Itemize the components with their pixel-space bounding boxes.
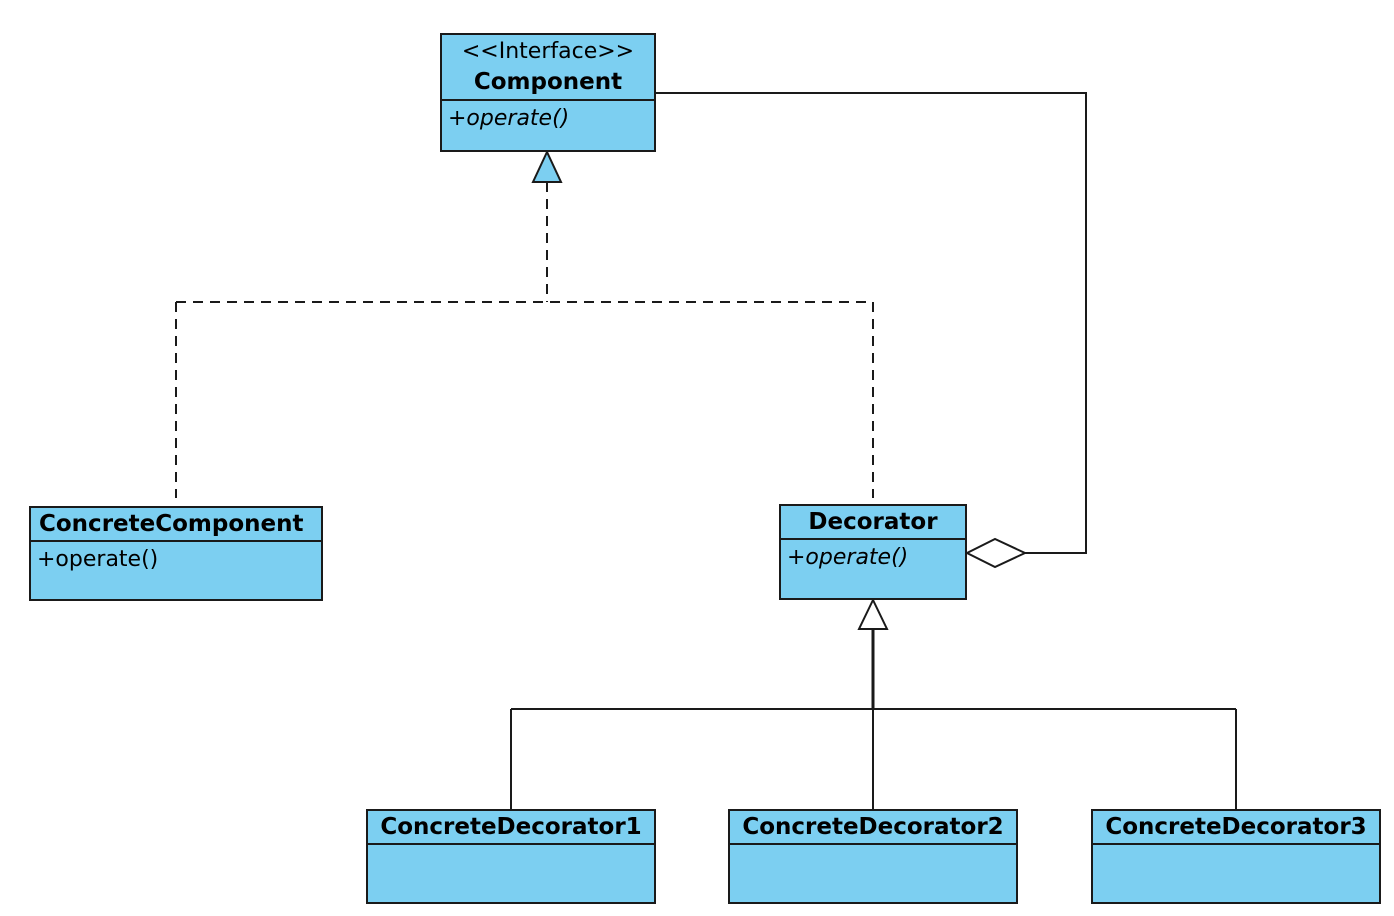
concrete-component-method: +operate() bbox=[37, 547, 159, 572]
realization-lines bbox=[175, 182, 874, 498]
concrete-decorator-2-header: ConcreteDecorator2 bbox=[730, 811, 1016, 845]
component-class[interactable]: <<Interface>> Component +operate() bbox=[440, 33, 656, 152]
concrete-decorator-3-name: ConcreteDecorator3 bbox=[1105, 814, 1367, 840]
concrete-decorator-3-class[interactable]: ConcreteDecorator3 bbox=[1091, 809, 1381, 904]
concrete-decorator-1-class[interactable]: ConcreteDecorator1 bbox=[366, 809, 656, 904]
aggregation-line bbox=[656, 92, 1087, 554]
component-stereotype: <<Interface>> bbox=[461, 39, 635, 64]
concrete-component-name: ConcreteComponent bbox=[39, 511, 304, 537]
concrete-decorator-1-header: ConcreteDecorator1 bbox=[368, 811, 654, 845]
decorator-method: +operate() bbox=[787, 545, 909, 570]
generalization-lines bbox=[510, 629, 1237, 809]
aggregation-diamond bbox=[964, 537, 1028, 569]
realization-arrowhead bbox=[531, 149, 563, 183]
decorator-header: Decorator bbox=[781, 506, 965, 540]
concrete-component-class[interactable]: ConcreteComponent +operate() bbox=[29, 506, 323, 601]
concrete-decorator-2-class[interactable]: ConcreteDecorator2 bbox=[728, 809, 1018, 904]
component-name: Component bbox=[473, 69, 623, 95]
generalization-arrowhead bbox=[857, 597, 889, 630]
concrete-decorator-2-name: ConcreteDecorator2 bbox=[742, 814, 1004, 840]
concrete-component-header: ConcreteComponent bbox=[31, 508, 321, 542]
concrete-decorator-1-name: ConcreteDecorator1 bbox=[380, 814, 642, 840]
component-method: +operate() bbox=[448, 106, 570, 131]
component-header: <<Interface>> Component bbox=[442, 35, 654, 101]
decorator-class[interactable]: Decorator +operate() bbox=[779, 504, 967, 600]
decorator-name: Decorator bbox=[808, 509, 938, 535]
concrete-decorator-3-header: ConcreteDecorator3 bbox=[1093, 811, 1379, 845]
